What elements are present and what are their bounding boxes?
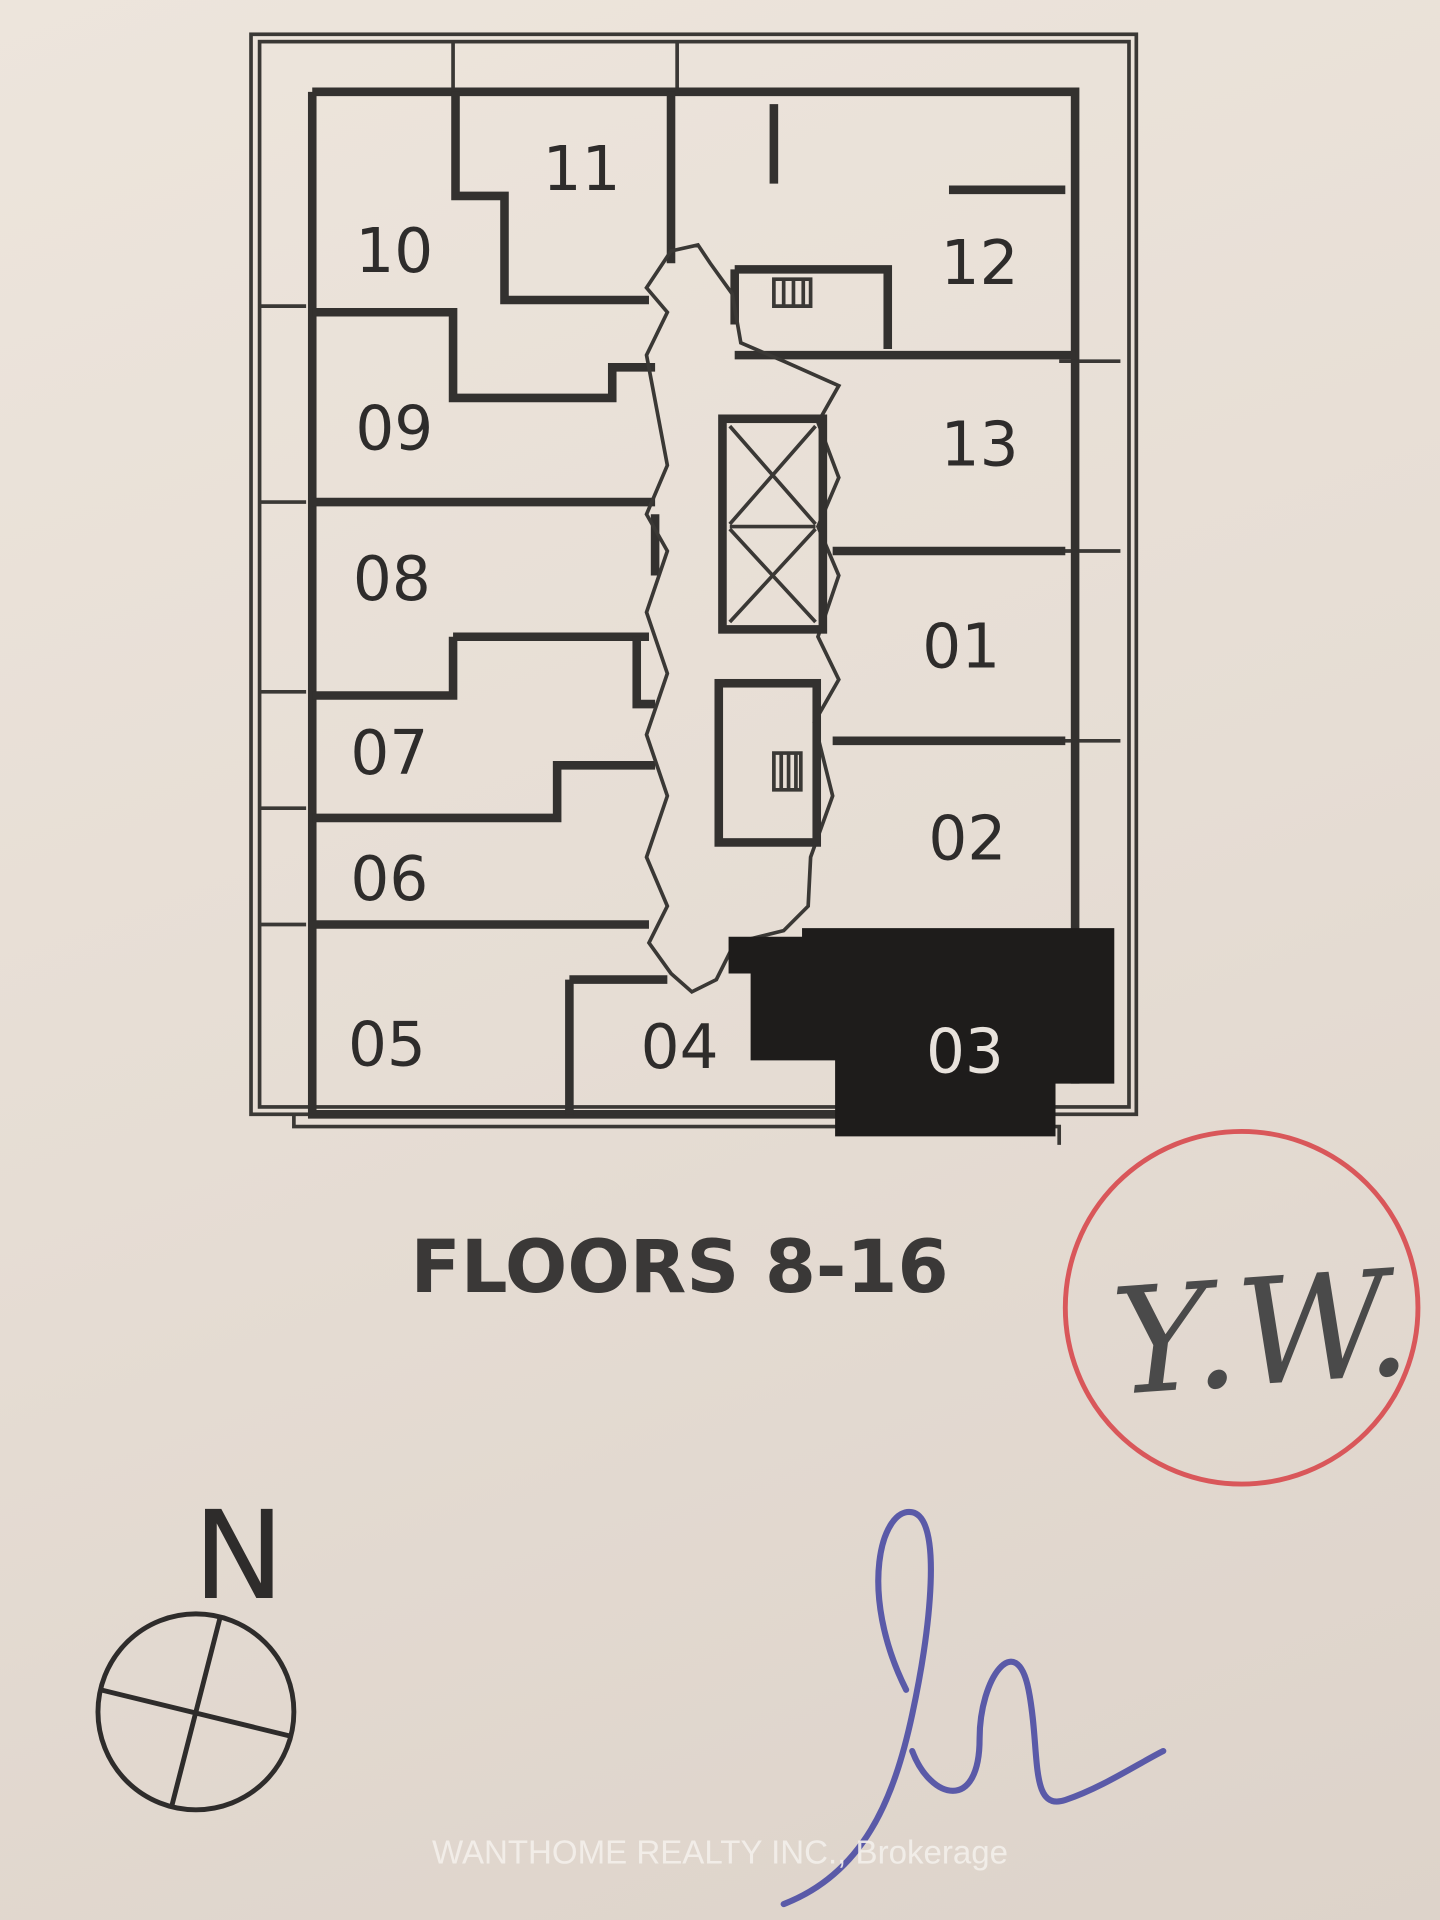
- unit-label-03: 03: [926, 1017, 1004, 1088]
- unit-label-01: 01: [922, 611, 1000, 682]
- unit-label-10: 10: [355, 216, 433, 287]
- unit-labels: 10 11 12 09 13 08 01 07 02 06 05 04 03: [348, 134, 1019, 1088]
- unit-walls: [307, 87, 1080, 1119]
- unit-label-11: 11: [543, 134, 621, 205]
- unit-label-06: 06: [350, 844, 428, 915]
- unit-label-13: 13: [941, 409, 1019, 480]
- unit-03-highlight: [728, 928, 1115, 1137]
- initials-text: Y.W.: [1107, 1238, 1415, 1429]
- unit-label-09: 09: [355, 393, 433, 464]
- unit-label-05: 05: [348, 1009, 426, 1080]
- plan-title: FLOORS 8-16: [411, 1225, 949, 1310]
- unit-label-04: 04: [641, 1012, 719, 1083]
- stair-icon: [714, 277, 822, 847]
- signature: [780, 1509, 1167, 1908]
- unit-label-02: 02: [928, 804, 1006, 875]
- watermark: WANTHOME REALTY INC., Brokerage: [432, 1835, 1008, 1872]
- unit-label-12: 12: [941, 228, 1019, 299]
- initials-stamp: Y.W.: [1062, 1128, 1421, 1487]
- compass-label: N: [193, 1484, 285, 1627]
- elevator-icon: [718, 414, 828, 634]
- north-compass-icon: N: [95, 1484, 297, 1813]
- unit-label-07: 07: [350, 718, 428, 789]
- unit-label-08: 08: [353, 544, 431, 615]
